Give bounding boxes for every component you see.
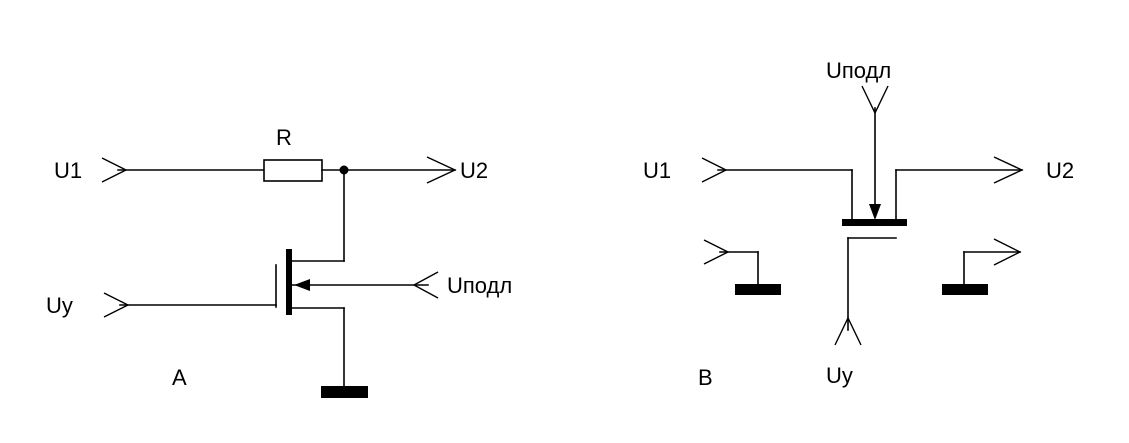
mosfet-channel-a xyxy=(286,249,292,315)
resistor-r xyxy=(263,159,323,182)
label-a: A xyxy=(172,365,187,390)
ground-symbol-right-b xyxy=(942,284,988,295)
u2-output-arrow-b xyxy=(993,156,1024,184)
substrate-arrow-b xyxy=(869,204,881,220)
upodl-input-terminal-a xyxy=(412,271,439,299)
u2-output-arrow-a xyxy=(426,156,457,184)
label-upodl-a: Uподл xyxy=(447,273,512,298)
substrate-arrow-a xyxy=(294,279,310,291)
ground-symbol-left-b xyxy=(735,284,781,295)
label-uy-b: Uy xyxy=(826,363,853,388)
uy-input-terminal-b xyxy=(834,316,862,346)
schematic-b: Uподл U1 U2 Uy B xyxy=(643,58,1074,390)
label-u2-a: U2 xyxy=(460,158,488,183)
mosfet-channel-b xyxy=(842,219,907,226)
label-upodl-b: Uподл xyxy=(826,58,891,83)
ground-symbol-a xyxy=(321,386,368,398)
right-output-arrow-b xyxy=(993,238,1022,266)
label-b: B xyxy=(698,365,713,390)
label-uy-a: Uy xyxy=(46,293,73,318)
label-r: R xyxy=(276,125,292,150)
label-u1-a: U1 xyxy=(54,158,82,183)
schematic-a: U1 R U2 Uy Uподл A xyxy=(46,125,512,398)
label-u1-b: U1 xyxy=(643,158,671,183)
label-u2-b: U2 xyxy=(1046,158,1074,183)
